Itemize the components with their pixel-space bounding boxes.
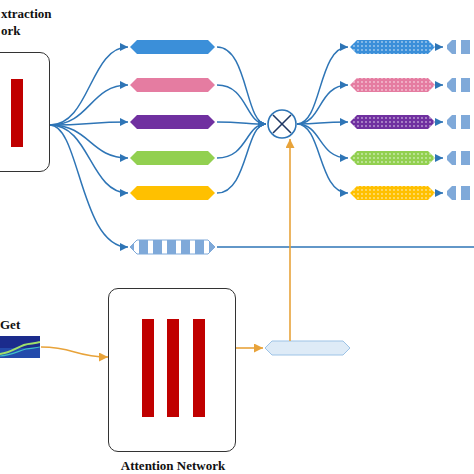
signal-arrow [41, 347, 108, 357]
node-heading: Get [0, 316, 44, 333]
spectrogram-image [0, 336, 40, 358]
attention-output [236, 139, 350, 355]
network-layer-bar [142, 319, 154, 417]
attention-network-box: Attention Network [108, 288, 236, 452]
weighted-bands [350, 40, 474, 200]
network-layer-bar [193, 319, 205, 417]
node-heading: Attention Network [83, 457, 263, 474]
multiply-symbol [268, 110, 296, 138]
extraction-network-box: xtraction ork [0, 52, 50, 172]
node-heading: xtraction ork [1, 5, 67, 39]
spectrogram-input: Get [0, 336, 40, 358]
fan-out-lines [50, 47, 474, 247]
feature-bands [130, 40, 215, 254]
network-layer-bar [167, 319, 179, 417]
network-layer-bar [11, 79, 23, 147]
